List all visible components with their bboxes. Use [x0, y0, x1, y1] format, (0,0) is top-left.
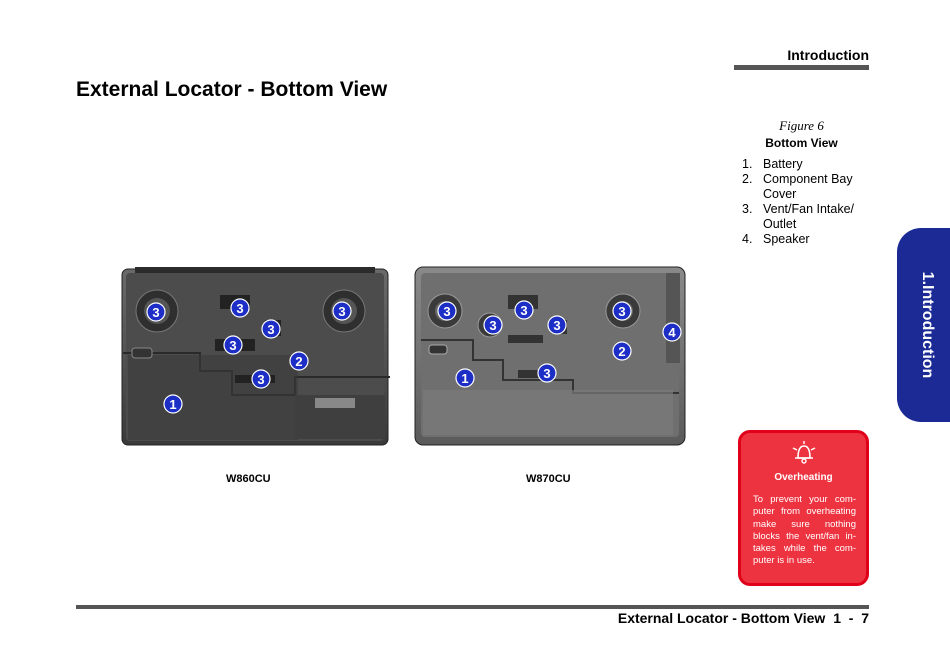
page-number: 1 - 7: [833, 610, 869, 626]
legend-list: 1. Battery 2. Component Bay Cover 3. Vent/F…: [742, 157, 872, 247]
svg-text:2: 2: [618, 344, 625, 359]
svg-text:1: 1: [169, 397, 176, 412]
svg-text:3: 3: [553, 318, 560, 333]
svg-text:3: 3: [152, 305, 159, 320]
warning-text: To prevent your com-puter from overheati…: [753, 494, 856, 567]
callout-vent: 3: [146, 302, 166, 322]
legend-item-number: 2.: [742, 172, 753, 186]
overheating-icon: [792, 441, 816, 464]
svg-text:3: 3: [257, 372, 264, 387]
figure-number: Figure 6: [779, 118, 824, 133]
overheating-warning-box: Overheating To prevent your com-puter fr…: [738, 430, 869, 586]
figure-caption: Figure 6 Bottom View: [734, 118, 869, 150]
callout-vent: 3: [547, 315, 567, 335]
svg-text:3: 3: [618, 304, 625, 319]
chapter-side-tab[interactable]: 1.Introduction: [897, 228, 950, 422]
header-rule: [734, 65, 869, 70]
callout-vent: 3: [537, 363, 557, 383]
svg-text:3: 3: [520, 303, 527, 318]
svg-text:3: 3: [443, 304, 450, 319]
callout-vent: 3: [437, 301, 457, 321]
legend-item: 4. Speaker: [742, 232, 872, 247]
svg-text:3: 3: [236, 301, 243, 316]
callout-vent: 3: [612, 301, 632, 321]
callout-vent: 3: [483, 315, 503, 335]
legend-item-label: Component Bay Cover: [763, 172, 853, 201]
svg-text:3: 3: [338, 304, 345, 319]
svg-text:1: 1: [461, 371, 468, 386]
w870cu-callouts: 3 3 3 3 3 4 2 1 3: [437, 300, 682, 388]
svg-text:3: 3: [229, 338, 236, 353]
callout-speaker: 4: [662, 322, 682, 342]
legend-item-label: Vent/Fan Intake/ Outlet: [763, 202, 855, 231]
legend-item: 1. Battery: [742, 157, 872, 172]
callout-bay: 2: [289, 351, 309, 371]
callout-vent: 3: [223, 335, 243, 355]
legend-item: 3. Vent/Fan Intake/ Outlet: [742, 202, 872, 232]
callout-bay: 2: [612, 341, 632, 361]
header-section-label: Introduction: [787, 47, 869, 63]
svg-text:3: 3: [489, 318, 496, 333]
callout-battery: 1: [455, 368, 475, 388]
legend-item-label: Battery: [763, 157, 803, 171]
callout-vent: 3: [261, 319, 281, 339]
chapter-side-tab-label: 1.Introduction: [919, 271, 936, 379]
legend-item: 2. Component Bay Cover: [742, 172, 872, 202]
footer-rule: [76, 605, 869, 609]
callout-vent: 3: [230, 298, 250, 318]
legend-item-label: Speaker: [763, 232, 810, 246]
svg-text:2: 2: [295, 354, 302, 369]
footer-section-title: External Locator - Bottom View: [617, 610, 826, 626]
svg-text:3: 3: [267, 322, 274, 337]
model-label-w870cu: W870CU: [526, 473, 571, 485]
page-title: External Locator - Bottom View: [76, 78, 388, 101]
model-label-w860cu: W860CU: [226, 473, 271, 485]
callout-vent: 3: [514, 300, 534, 320]
figure-title: Bottom View: [765, 136, 838, 150]
svg-text:4: 4: [668, 325, 676, 340]
w860cu-callouts: 3 3 3 3 3 2 3 1: [146, 298, 352, 414]
callout-battery: 1: [163, 394, 183, 414]
svg-text:3: 3: [543, 366, 550, 381]
callout-vent: 3: [251, 369, 271, 389]
footer-label: External Locator - Bottom View 1 - 7: [618, 610, 869, 626]
legend-item-number: 3.: [742, 202, 753, 216]
callout-vent: 3: [332, 301, 352, 321]
legend-item-number: 1.: [742, 157, 753, 171]
legend-item-number: 4.: [742, 232, 753, 246]
warning-title: Overheating: [774, 472, 833, 483]
